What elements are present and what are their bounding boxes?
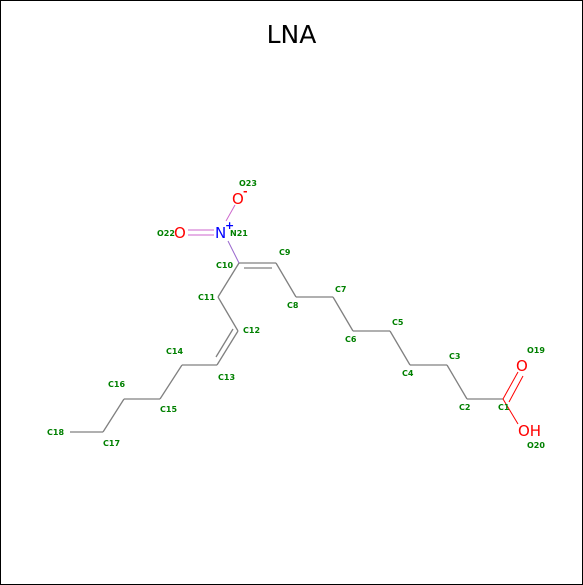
label-o20: O20 — [527, 441, 545, 450]
label-c8: C8 — [287, 301, 299, 310]
bond-n21-o23 — [225, 204, 236, 222]
oxygen-minus-charge: - — [243, 185, 248, 198]
label-c14: C14 — [166, 347, 183, 356]
label-c5: C5 — [392, 318, 404, 327]
bond-c3-c2 — [446, 364, 468, 400]
hetero-bonds — [188, 204, 524, 425]
label-c10: C10 — [216, 261, 233, 270]
oxygen-o23-symbol: O — [232, 190, 244, 208]
label-c16: C16 — [108, 380, 125, 389]
label-c9: C9 — [279, 248, 291, 257]
oxygen-o22-symbol: O — [174, 224, 186, 242]
label-c18: C18 — [47, 428, 64, 437]
label-n21: N21 — [230, 229, 248, 238]
label-o23: O23 — [239, 179, 257, 188]
bond-c9-c8 — [275, 262, 297, 298]
label-c17: C17 — [103, 439, 120, 448]
nitrogen-n21-symbol: N — [215, 224, 226, 242]
label-c2: C2 — [459, 403, 470, 412]
nitrogen-plus-charge: + — [225, 219, 234, 232]
hetero-symbols: O OH N + O O - — [174, 185, 541, 440]
bond-c1-o19 — [502, 371, 519, 400]
bond-c5-c4 — [389, 330, 411, 366]
bond-c10-n21 — [227, 240, 240, 264]
bond-c11-c10 — [217, 262, 240, 298]
label-c15: C15 — [160, 405, 177, 414]
atom-labels: C1 C2 C3 C4 C5 C6 C7 C8 C9 C10 C11 C12 C… — [47, 179, 545, 450]
bond-c1-o20 — [502, 398, 519, 425]
bond-c13-c12 — [216, 330, 239, 366]
label-c11: C11 — [198, 293, 215, 302]
oxygen-o19-symbol: O — [516, 357, 528, 375]
label-c12: C12 — [243, 326, 260, 335]
label-c1: C1 — [498, 403, 510, 412]
hydroxyl-o20-symbol: OH — [518, 422, 541, 440]
label-o19: O19 — [527, 346, 545, 355]
label-c3: C3 — [449, 352, 460, 361]
bonds — [70, 262, 503, 433]
bond-c7-c6 — [332, 296, 354, 332]
label-c13: C13 — [218, 373, 235, 382]
bond-c1-o19-double — [508, 375, 524, 403]
label-c4: C4 — [402, 369, 414, 378]
bond-c17-c16 — [102, 398, 125, 433]
label-c6: C6 — [345, 335, 357, 344]
diagram-title: LNA — [266, 20, 317, 49]
label-o22: O22 — [157, 229, 175, 238]
bond-c12-c11 — [217, 296, 239, 332]
label-c7: C7 — [335, 285, 346, 294]
bond-c13-c12-double — [215, 328, 234, 358]
bond-c15-c14 — [159, 364, 183, 400]
